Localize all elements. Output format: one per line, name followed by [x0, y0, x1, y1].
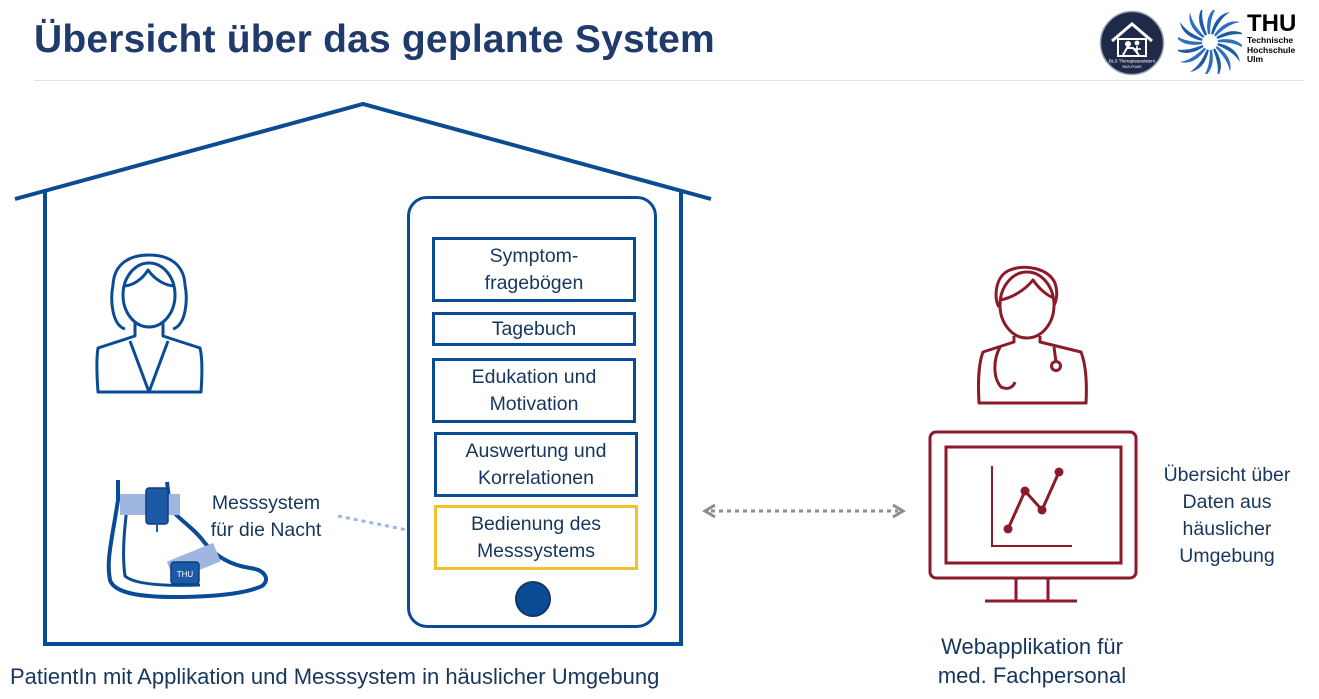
- bls-logo: BLS Therapieassistent RAS-PUMS: [1099, 10, 1165, 76]
- line-chart: [991, 466, 1072, 547]
- thu-logo-line-2: Hochschule: [1247, 44, 1296, 55]
- menu-item-measurement-control[interactable]: Bedienung des Messsystems: [434, 505, 638, 570]
- menu-item-diary[interactable]: Tagebuch: [432, 312, 636, 346]
- chart-point: [1020, 486, 1030, 496]
- data-overview-line-1: Übersicht über: [1163, 464, 1291, 486]
- swirl-petal: [1210, 42, 1240, 63]
- swirl-petal: [1180, 42, 1210, 63]
- menu-item-label: fragebögen: [484, 271, 584, 294]
- measurement-system-line-1: Messsystem: [211, 492, 321, 514]
- chart-point: [1037, 505, 1047, 515]
- webapp-caption-line-2: med. Fachpersonal: [937, 663, 1127, 688]
- menu-item-label: Symptom-: [489, 244, 579, 267]
- data-overview-line-3: häuslicher: [1182, 518, 1272, 540]
- house-walls: [43, 191, 683, 646]
- home-caption: PatientIn mit Applikation und Messsystem…: [10, 664, 660, 689]
- menu-item-label: Messsystems: [476, 539, 596, 562]
- patient-icon: [95, 253, 204, 394]
- measurement-system-label: Messsystem für die Nacht: [196, 490, 336, 544]
- swirl-petal: [1210, 42, 1221, 74]
- menu-item-education-motivation[interactable]: Edukation und Motivation: [432, 358, 636, 423]
- thu-logo-line-3: Ulm: [1247, 54, 1264, 64]
- doctor-icon: [977, 265, 1088, 405]
- swirl-petal: [1180, 21, 1210, 42]
- house-outline: [14, 101, 712, 201]
- swirl-petal: [1199, 10, 1210, 42]
- menu-item-label: Motivation: [489, 392, 579, 415]
- phone-home-button[interactable]: [515, 581, 551, 617]
- foot-sensor-tag: THU: [177, 570, 194, 579]
- menu-item-label: Auswertung und: [465, 439, 607, 462]
- menu-item-label: Edukation und: [471, 365, 597, 388]
- swirl-petal: [1210, 42, 1231, 72]
- swirl-petal: [1210, 39, 1242, 50]
- data-overview-label: Übersicht über Daten aus häuslicher Umge…: [1146, 462, 1308, 570]
- swirl-petal: [1207, 10, 1218, 42]
- swirl-petal: [1178, 34, 1210, 45]
- swirl-petal: [1210, 31, 1242, 42]
- bls-logo-subtext: RAS-PUMS: [1123, 65, 1143, 69]
- menu-item-label: Bedienung des: [470, 512, 602, 535]
- bls-logo-text: BLS Therapieassistent: [1109, 59, 1156, 64]
- foot-sensor-icon: THU: [106, 480, 268, 599]
- swirl-petal: [1210, 12, 1231, 42]
- monitor-icon: [928, 430, 1138, 603]
- thu-logo-title: THU: [1247, 10, 1297, 37]
- measurement-system-line-2: für die Nacht: [210, 519, 322, 541]
- menu-item-label: Tagebuch: [491, 317, 577, 340]
- data-overview-line-2: Daten aus: [1182, 491, 1272, 513]
- title-divider: [34, 80, 1304, 81]
- menu-item-symptom-questionnaires[interactable]: Symptom- fragebögen: [432, 237, 636, 302]
- swirl-petal: [1202, 42, 1213, 74]
- chart-series-line: [1006, 471, 1061, 530]
- webapp-caption: Webapplikation für med. Fachpersonal: [912, 632, 1152, 690]
- swirl-petal: [1210, 21, 1240, 42]
- thu-swirl-logo: [1178, 10, 1242, 74]
- swirl-petal: [1189, 12, 1210, 42]
- chart-axes: [991, 466, 1072, 547]
- menu-item-label: Korrelationen: [478, 466, 594, 489]
- swirl-petal: [1189, 42, 1210, 72]
- data-exchange-arrow: [702, 503, 906, 519]
- data-overview-line-4: Umgebung: [1179, 545, 1275, 567]
- chart-point: [1054, 467, 1064, 477]
- chart-point: [1003, 524, 1013, 534]
- page-title: Übersicht über das geplante System: [34, 18, 715, 61]
- swirl-petal: [1178, 42, 1210, 53]
- thu-logo-text: THU Technische Hochschule Ulm: [1247, 12, 1317, 65]
- thu-logo-line-1: Technische: [1247, 35, 1294, 45]
- webapp-caption-line-1: Webapplikation für: [941, 634, 1123, 659]
- menu-item-analysis-correlations[interactable]: Auswertung und Korrelationen: [434, 432, 638, 497]
